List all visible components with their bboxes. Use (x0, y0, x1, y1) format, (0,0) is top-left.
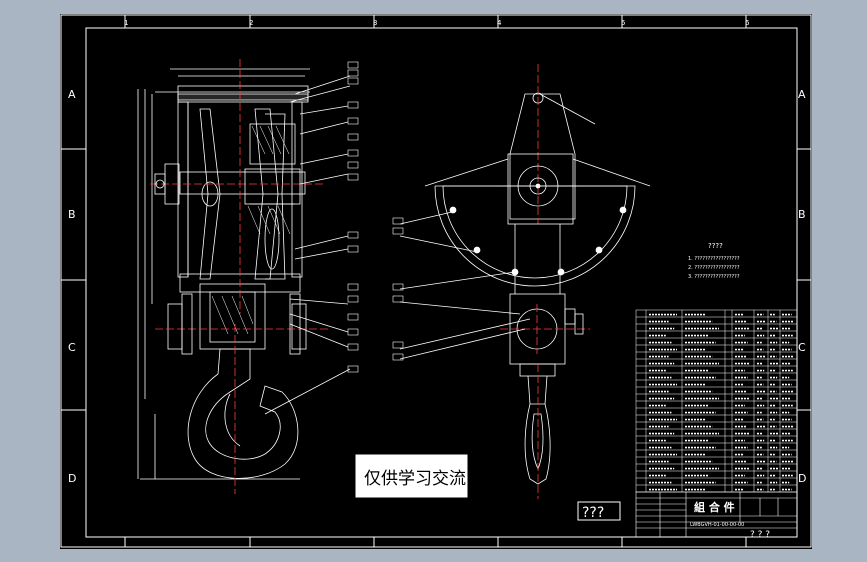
note-item-2: 2. ????????????????? (688, 265, 740, 271)
col-label-2: 2 (249, 19, 253, 27)
row-label-b-right: B (798, 208, 806, 221)
row-label-c: C (68, 341, 76, 354)
inner-frame (85, 27, 798, 538)
watermark-text: 仅供学习交流 (364, 469, 466, 489)
row-label-a: A (68, 88, 76, 101)
unknown-label: ??? (582, 505, 604, 521)
front-callouts (347, 61, 359, 373)
col-label-4: 4 (497, 19, 502, 27)
watermark-stamp (354, 453, 469, 499)
col-label-3: 3 (373, 19, 377, 27)
title-block-name: 組 合 件 (694, 500, 735, 514)
note-item-3: 3. ????????????????? (688, 274, 740, 280)
parts-list-entries (649, 313, 794, 491)
col-label-1: 1 (124, 19, 128, 27)
side-view (399, 64, 651, 499)
drawing-number: LWBGVH-01-00-00-00 (690, 522, 744, 528)
notes-heading: ???? (708, 242, 723, 250)
row-label-b: B (68, 208, 76, 221)
technical-notes: ???? 1. ????????????????? 2. ???????????… (688, 242, 740, 280)
row-label-d: D (68, 472, 76, 485)
side-callouts (392, 217, 404, 361)
title-block (635, 491, 798, 538)
col-label-5: 5 (621, 19, 625, 27)
drawing-canvas: A B C D A B C D 1 2 3 4 5 6 (60, 14, 812, 548)
note-item-1: 1. ????????????????? (688, 256, 740, 262)
row-label-d-right: D (798, 472, 806, 485)
row-label-c-right: C (798, 341, 806, 354)
zone-labels: A B C D A B C D 1 2 3 4 5 6 (68, 19, 806, 485)
col-label-6: 6 (745, 19, 750, 27)
row-label-a-right: A (798, 88, 806, 101)
outer-frame (60, 14, 812, 548)
front-view (137, 59, 351, 494)
unknown-label-box (577, 501, 621, 521)
parts-list (635, 309, 798, 493)
title-block-chars: ? ? ? (750, 530, 770, 540)
drawing-sheet: A B C D A B C D 1 2 3 4 5 6 (60, 14, 812, 549)
